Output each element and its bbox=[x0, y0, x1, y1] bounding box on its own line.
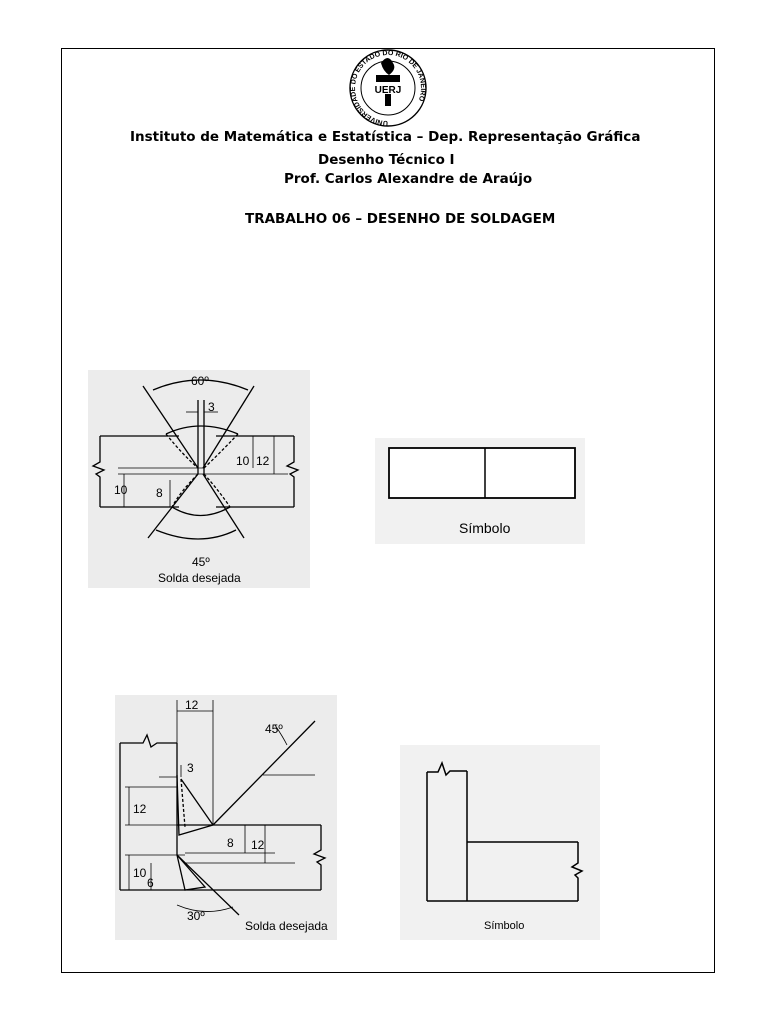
fig2-dim-10: 10 bbox=[133, 866, 147, 880]
symbol1-caption: Símbolo bbox=[459, 520, 511, 536]
fig1-dim-8: 8 bbox=[156, 486, 163, 500]
fig1-gap: 3 bbox=[208, 400, 215, 414]
logo-abbrev: UERJ bbox=[375, 85, 402, 96]
symbol-box-1: Símbolo bbox=[375, 438, 585, 544]
assignment-title: TRABALHO 06 – DESENHO DE SOLDAGEM bbox=[245, 211, 556, 227]
weld-figure-2: 12 45º 3 12 8 12 10 6 30º Solda desejada bbox=[115, 695, 337, 940]
fig1-dim-10-top: 10 bbox=[236, 454, 250, 468]
symbol2-caption: Símbolo bbox=[484, 920, 524, 932]
uerj-logo: UNIVERSIDADE DO ESTADO DO RIO DE JANEIRO… bbox=[349, 49, 427, 127]
fig2-gap: 3 bbox=[187, 761, 194, 775]
fig1-angle-top: 60º bbox=[191, 374, 209, 388]
fig2-caption: Solda desejada bbox=[245, 919, 328, 933]
fig2-dim-12-right: 12 bbox=[251, 838, 265, 852]
fig1-angle-bottom: 45º bbox=[192, 555, 210, 569]
institution-title: Instituto de Matemática e Estatística – … bbox=[130, 129, 641, 145]
page-border bbox=[61, 48, 715, 973]
fig2-angle-30: 30º bbox=[187, 909, 205, 923]
course-title: Desenho Técnico I bbox=[318, 152, 455, 168]
fig2-dim-8: 8 bbox=[227, 836, 234, 850]
fig1-dim-10-left: 10 bbox=[114, 483, 128, 497]
fig1-caption: Solda desejada bbox=[158, 571, 241, 585]
fig2-dim-6: 6 bbox=[147, 876, 154, 890]
fig2-angle-45: 45º bbox=[265, 722, 283, 736]
fig2-dim-12-top: 12 bbox=[185, 698, 199, 712]
professor-name: Prof. Carlos Alexandre de Araújo bbox=[284, 171, 533, 187]
weld-figure-1: 60º 3 10 12 10 8 45º Solda desejada bbox=[88, 370, 310, 588]
symbol-box-2: Símbolo bbox=[400, 745, 600, 940]
fig1-dim-12: 12 bbox=[256, 454, 270, 468]
fig2-dim-12-left: 12 bbox=[133, 802, 147, 816]
